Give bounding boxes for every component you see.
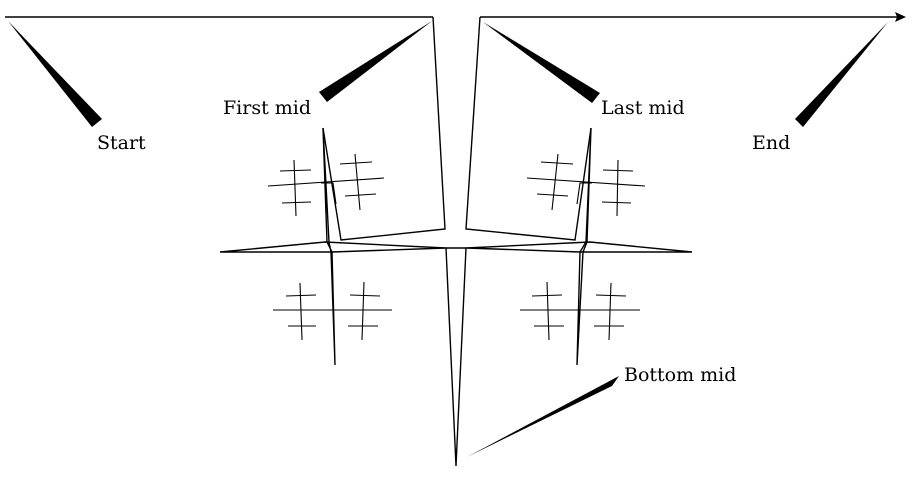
right-horizontal-spike <box>465 241 693 253</box>
last-mid-label: Last mid <box>601 97 685 119</box>
cluster-ul-t2 <box>281 201 312 204</box>
end-label: End <box>752 132 790 154</box>
cluster-upper-right <box>526 153 646 217</box>
cluster-lr-t3 <box>595 294 627 297</box>
cluster-ur-t4 <box>601 201 632 204</box>
cluster-lr-t1 <box>531 294 563 297</box>
right-quad-outline <box>465 16 592 241</box>
last-mid-pointer <box>483 22 600 103</box>
cluster-ur-v2 <box>616 159 619 217</box>
cluster-ur-t2 <box>536 193 569 197</box>
cluster-ur-t3 <box>602 169 634 172</box>
first-mid-label: First mid <box>223 97 311 119</box>
cluster-ll-v2 <box>361 281 365 341</box>
cluster-ll-t3 <box>349 294 381 297</box>
cluster-lower-left <box>273 281 392 341</box>
cluster-lr-v2 <box>608 282 612 341</box>
cluster-lr-v1 <box>546 281 550 341</box>
cluster-ul-t3 <box>339 161 373 165</box>
cluster-ur-h <box>526 177 646 187</box>
cluster-lower-right <box>520 281 640 341</box>
left-quad-outline <box>322 16 446 241</box>
cluster-ul-t4 <box>344 193 377 197</box>
left-vertical-arm <box>322 127 336 366</box>
cluster-ur-joint <box>576 182 592 205</box>
end-pointer <box>795 22 888 127</box>
bottom-mid-label: Bottom mid <box>624 364 736 386</box>
start-pointer <box>8 21 102 127</box>
cluster-ur-t1 <box>540 161 574 165</box>
start-label: Start <box>97 132 146 154</box>
cluster-ll-t1 <box>285 294 317 297</box>
right-vertical-arm <box>576 127 592 366</box>
cluster-ul-h <box>267 177 385 187</box>
first-mid-pointer <box>319 21 432 102</box>
cluster-ll-v1 <box>299 282 303 341</box>
left-horizontal-spike <box>219 241 447 253</box>
bottom-mid-pointer <box>467 376 619 457</box>
cluster-upper-left <box>267 153 385 217</box>
cluster-ul-v1 <box>293 159 297 217</box>
end-arrowhead <box>895 12 906 22</box>
cluster-ul-t1 <box>279 169 312 172</box>
cluster-ul-joint <box>321 182 337 205</box>
central-spike <box>445 247 467 467</box>
